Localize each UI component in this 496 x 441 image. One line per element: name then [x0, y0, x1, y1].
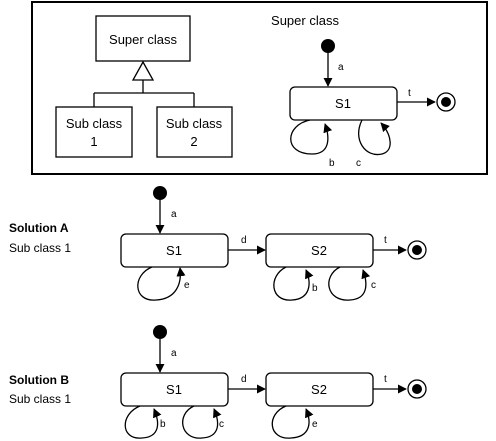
solution-a-transition-d-label: d [241, 235, 247, 246]
solution-a-self-loop-c [328, 266, 371, 301]
solution-a-initial-state [153, 186, 167, 200]
solution-b-state-s2-label: S2 [311, 382, 327, 397]
solution-a-transition-a-label: a [171, 209, 177, 220]
solution-a-subtitle: Sub class 1 [9, 241, 71, 255]
final-state-dot [441, 97, 451, 107]
initial-state [321, 39, 335, 53]
solution-b-title: Solution B [9, 373, 69, 387]
transition-t-label: t [408, 88, 411, 99]
solution-a-transition-t-label: t [384, 235, 387, 246]
sub-class-1-label-line2: 1 [90, 134, 97, 149]
sub-class-1-box [55, 106, 133, 158]
transition-a-label: a [338, 62, 344, 73]
solution-b-state-s1-label: S1 [166, 382, 182, 397]
solution-b-transition-t-label: t [384, 374, 387, 385]
super-class-box [95, 15, 191, 62]
solution-b-self-loop-c [182, 405, 222, 439]
solution-b-self-loop-e-label: e [312, 419, 318, 430]
solution-a-self-loop-b [273, 266, 314, 301]
state-s1-label: S1 [335, 96, 351, 111]
solution-b-self-loop-b [124, 405, 162, 439]
solution-a-state-s2-label: S2 [311, 243, 327, 258]
state-machine-title: Super class [271, 13, 339, 28]
solution-a-state-s1-label: S1 [166, 243, 182, 258]
solution-a-self-loop-e-label: e [184, 280, 190, 291]
self-loop-b [290, 119, 333, 155]
self-loop-c-label: c [356, 158, 361, 169]
solution-a-self-loop-b-label: b [312, 283, 318, 294]
solution-a-self-loop-e [137, 266, 186, 301]
sub-class-1-label-line1: Sub class [66, 116, 123, 131]
solution-b-self-loop-c-label: c [219, 419, 224, 430]
sub-class-2-label-line2: 2 [190, 134, 197, 149]
solution-b-self-loop-e [271, 405, 314, 439]
solution-b-transition-d-label: d [241, 374, 247, 385]
sub-class-2-label-line1: Sub class [166, 116, 223, 131]
self-loop-b-label: b [329, 158, 335, 169]
solution-b-transition-a-label: a [171, 348, 177, 359]
solution-b-subtitle: Sub class 1 [9, 392, 71, 406]
solution-b-self-loop-b-label: b [160, 419, 166, 430]
solution-b-initial-state [153, 325, 167, 339]
sub-class-2-box [156, 106, 233, 158]
solution-b-final-state-dot [412, 384, 422, 394]
solution-a-self-loop-c-label: c [371, 280, 376, 291]
super-class-label: Super class [109, 32, 177, 47]
self-loop-c [358, 119, 391, 156]
solution-a-title: Solution A [9, 221, 69, 235]
state-s1 [289, 86, 398, 121]
solution-a-final-state-dot [412, 245, 422, 255]
